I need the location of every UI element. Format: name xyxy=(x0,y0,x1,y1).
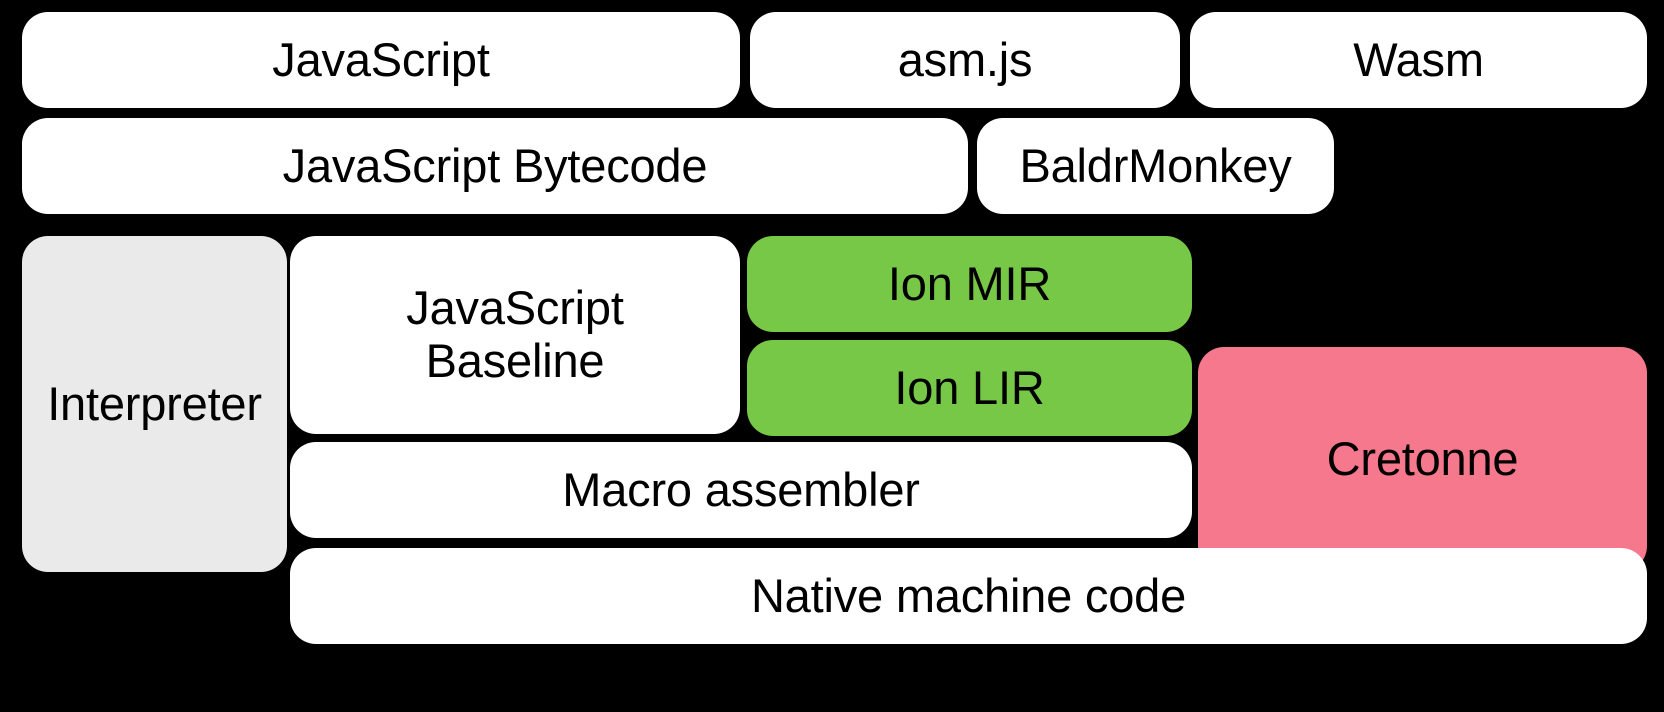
node-cretonne[interactable]: Cretonne xyxy=(1198,347,1647,572)
node-javascript[interactable]: JavaScript xyxy=(22,12,740,108)
node-asm-js[interactable]: asm.js xyxy=(750,12,1180,108)
node-baldrmonkey[interactable]: BaldrMonkey xyxy=(977,118,1334,214)
node-macro-assembler[interactable]: Macro assembler xyxy=(290,442,1192,538)
node-wasm[interactable]: Wasm xyxy=(1190,12,1647,108)
node-javascript-baseline[interactable]: JavaScript Baseline xyxy=(290,236,740,434)
node-interpreter[interactable]: Interpreter xyxy=(22,236,287,572)
node-ion-mir[interactable]: Ion MIR xyxy=(747,236,1192,332)
node-javascript-bytecode[interactable]: JavaScript Bytecode xyxy=(22,118,968,214)
node-ion-lir[interactable]: Ion LIR xyxy=(747,340,1192,436)
node-native-machine-code[interactable]: Native machine code xyxy=(290,548,1647,644)
